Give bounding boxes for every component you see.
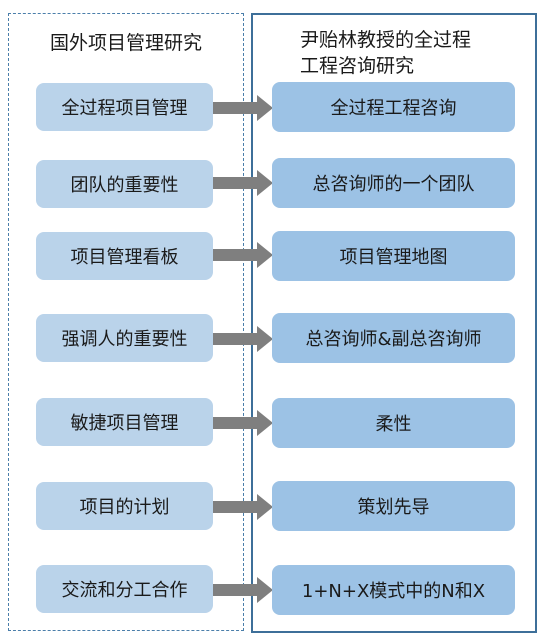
mapping-arrow-icon (213, 326, 273, 352)
right-concept-box: 项目管理地图 (272, 231, 515, 281)
yin-research-panel (251, 13, 537, 633)
right-concept-box: 总咨询师的一个团队 (272, 158, 515, 208)
mapping-arrow-icon (213, 242, 273, 268)
left-concept-box: 团队的重要性 (36, 160, 213, 208)
right-panel-title-line-2: 工程咨询研究 (300, 55, 415, 77)
left-concept-box: 全过程项目管理 (36, 83, 213, 131)
right-concept-box: 柔性 (272, 398, 515, 448)
foreign-research-panel (8, 13, 244, 631)
right-concept-box: 策划先导 (272, 481, 515, 531)
mapping-arrow-icon (213, 170, 273, 196)
left-concept-box: 强调人的重要性 (36, 314, 213, 362)
mapping-arrow-icon (213, 494, 273, 520)
right-concept-box: 1+N+X模式中的N和X (272, 565, 515, 615)
left-panel-title: 国外项目管理研究 (49, 32, 202, 54)
right-panel-title-line-1: 尹贻林教授的全过程 (300, 29, 472, 51)
left-concept-box: 项目管理看板 (36, 232, 213, 280)
right-concept-box: 总咨询师&副总咨询师 (272, 313, 515, 363)
right-panel-title: 尹贻林教授的全过程 工程咨询研究 (300, 27, 530, 79)
left-concept-box: 项目的计划 (36, 482, 213, 530)
left-concept-box: 敏捷项目管理 (36, 398, 213, 446)
mapping-arrow-icon (213, 95, 273, 121)
left-concept-box: 交流和分工合作 (36, 565, 213, 613)
mapping-arrow-icon (213, 577, 273, 603)
mapping-arrow-icon (213, 410, 273, 436)
right-concept-box: 全过程工程咨询 (272, 82, 515, 132)
